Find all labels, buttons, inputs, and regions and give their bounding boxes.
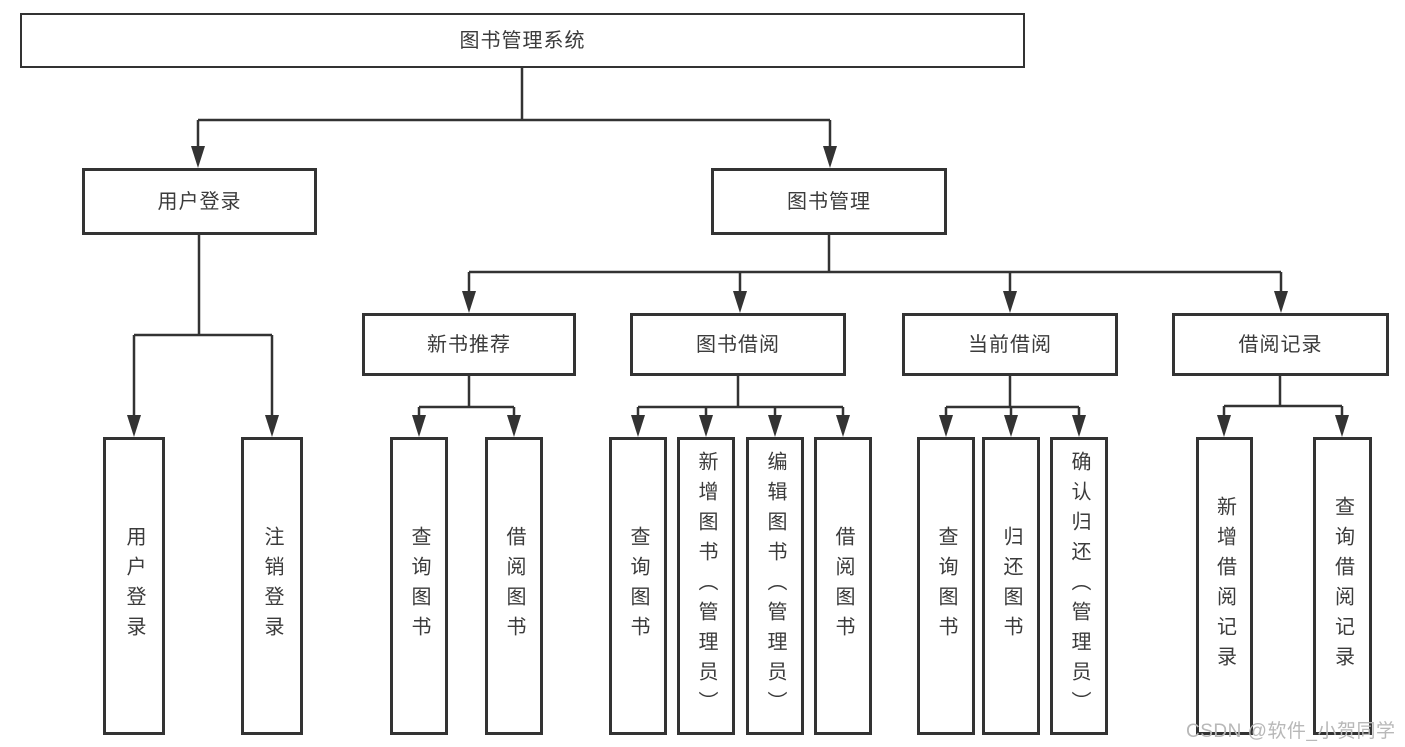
leaf-logout-label: 注销登录 bbox=[261, 526, 283, 646]
leaf-recommend-borrow-book: 借阅图书 bbox=[485, 437, 543, 735]
leaf-add-book-admin: 新增图书（管理员） bbox=[677, 437, 735, 735]
leaf-confirm-return-admin: 确认归还（管理员） bbox=[1050, 437, 1108, 735]
leaf-add-book-admin-label: 新增图书（管理员） bbox=[695, 451, 717, 721]
leaf-borrow-query-book: 查询图书 bbox=[609, 437, 667, 735]
node-user-login-label: 用户登录 bbox=[157, 190, 242, 213]
leaf-edit-book-admin-label: 编辑图书（管理员） bbox=[764, 451, 786, 721]
leaf-query-borrow-record: 查询借阅记录 bbox=[1313, 437, 1372, 735]
leaf-borrow-query-book-label: 查询图书 bbox=[627, 526, 649, 646]
leaf-return-book-label: 归还图书 bbox=[1000, 526, 1022, 646]
node-current-borrow: 当前借阅 bbox=[902, 313, 1118, 376]
leaf-current-query-book-label: 查询图书 bbox=[935, 526, 957, 646]
leaf-add-borrow-record-label: 新增借阅记录 bbox=[1213, 496, 1236, 676]
leaf-return-book: 归还图书 bbox=[982, 437, 1040, 735]
node-borrow-record: 借阅记录 bbox=[1172, 313, 1389, 376]
leaf-recommend-borrow-book-label: 借阅图书 bbox=[503, 526, 525, 646]
node-user-login: 用户登录 bbox=[82, 168, 317, 235]
leaf-user-login: 用户登录 bbox=[103, 437, 165, 735]
leaf-current-query-book: 查询图书 bbox=[917, 437, 975, 735]
node-current-borrow-label: 当前借阅 bbox=[968, 333, 1052, 356]
node-book-borrow: 图书借阅 bbox=[630, 313, 846, 376]
arrowheads bbox=[127, 146, 1349, 437]
leaf-query-borrow-record-label: 查询借阅记录 bbox=[1331, 496, 1354, 676]
leaf-borrow-book-label: 借阅图书 bbox=[832, 526, 854, 646]
leaf-recommend-query-book: 查询图书 bbox=[390, 437, 448, 735]
node-new-book-recommend-label: 新书推荐 bbox=[427, 333, 511, 356]
node-book-borrow-label: 图书借阅 bbox=[696, 333, 780, 356]
watermark: CSDN @软件_小贺同学 bbox=[1186, 721, 1396, 742]
leaf-logout: 注销登录 bbox=[241, 437, 303, 735]
node-root: 图书管理系统 bbox=[20, 13, 1025, 68]
connector-strokes bbox=[132, 68, 1344, 416]
leaf-borrow-book: 借阅图书 bbox=[814, 437, 872, 735]
node-root-label: 图书管理系统 bbox=[459, 29, 586, 52]
node-book-management-label: 图书管理 bbox=[787, 190, 871, 213]
node-new-book-recommend: 新书推荐 bbox=[362, 313, 576, 376]
leaf-edit-book-admin: 编辑图书（管理员） bbox=[746, 437, 804, 735]
node-borrow-record-label: 借阅记录 bbox=[1238, 333, 1323, 356]
leaf-recommend-query-book-label: 查询图书 bbox=[408, 526, 430, 646]
leaf-add-borrow-record: 新增借阅记录 bbox=[1196, 437, 1253, 735]
leaf-user-login-label: 用户登录 bbox=[123, 526, 145, 646]
leaf-confirm-return-admin-label: 确认归还（管理员） bbox=[1068, 451, 1090, 721]
node-book-management: 图书管理 bbox=[711, 168, 947, 235]
